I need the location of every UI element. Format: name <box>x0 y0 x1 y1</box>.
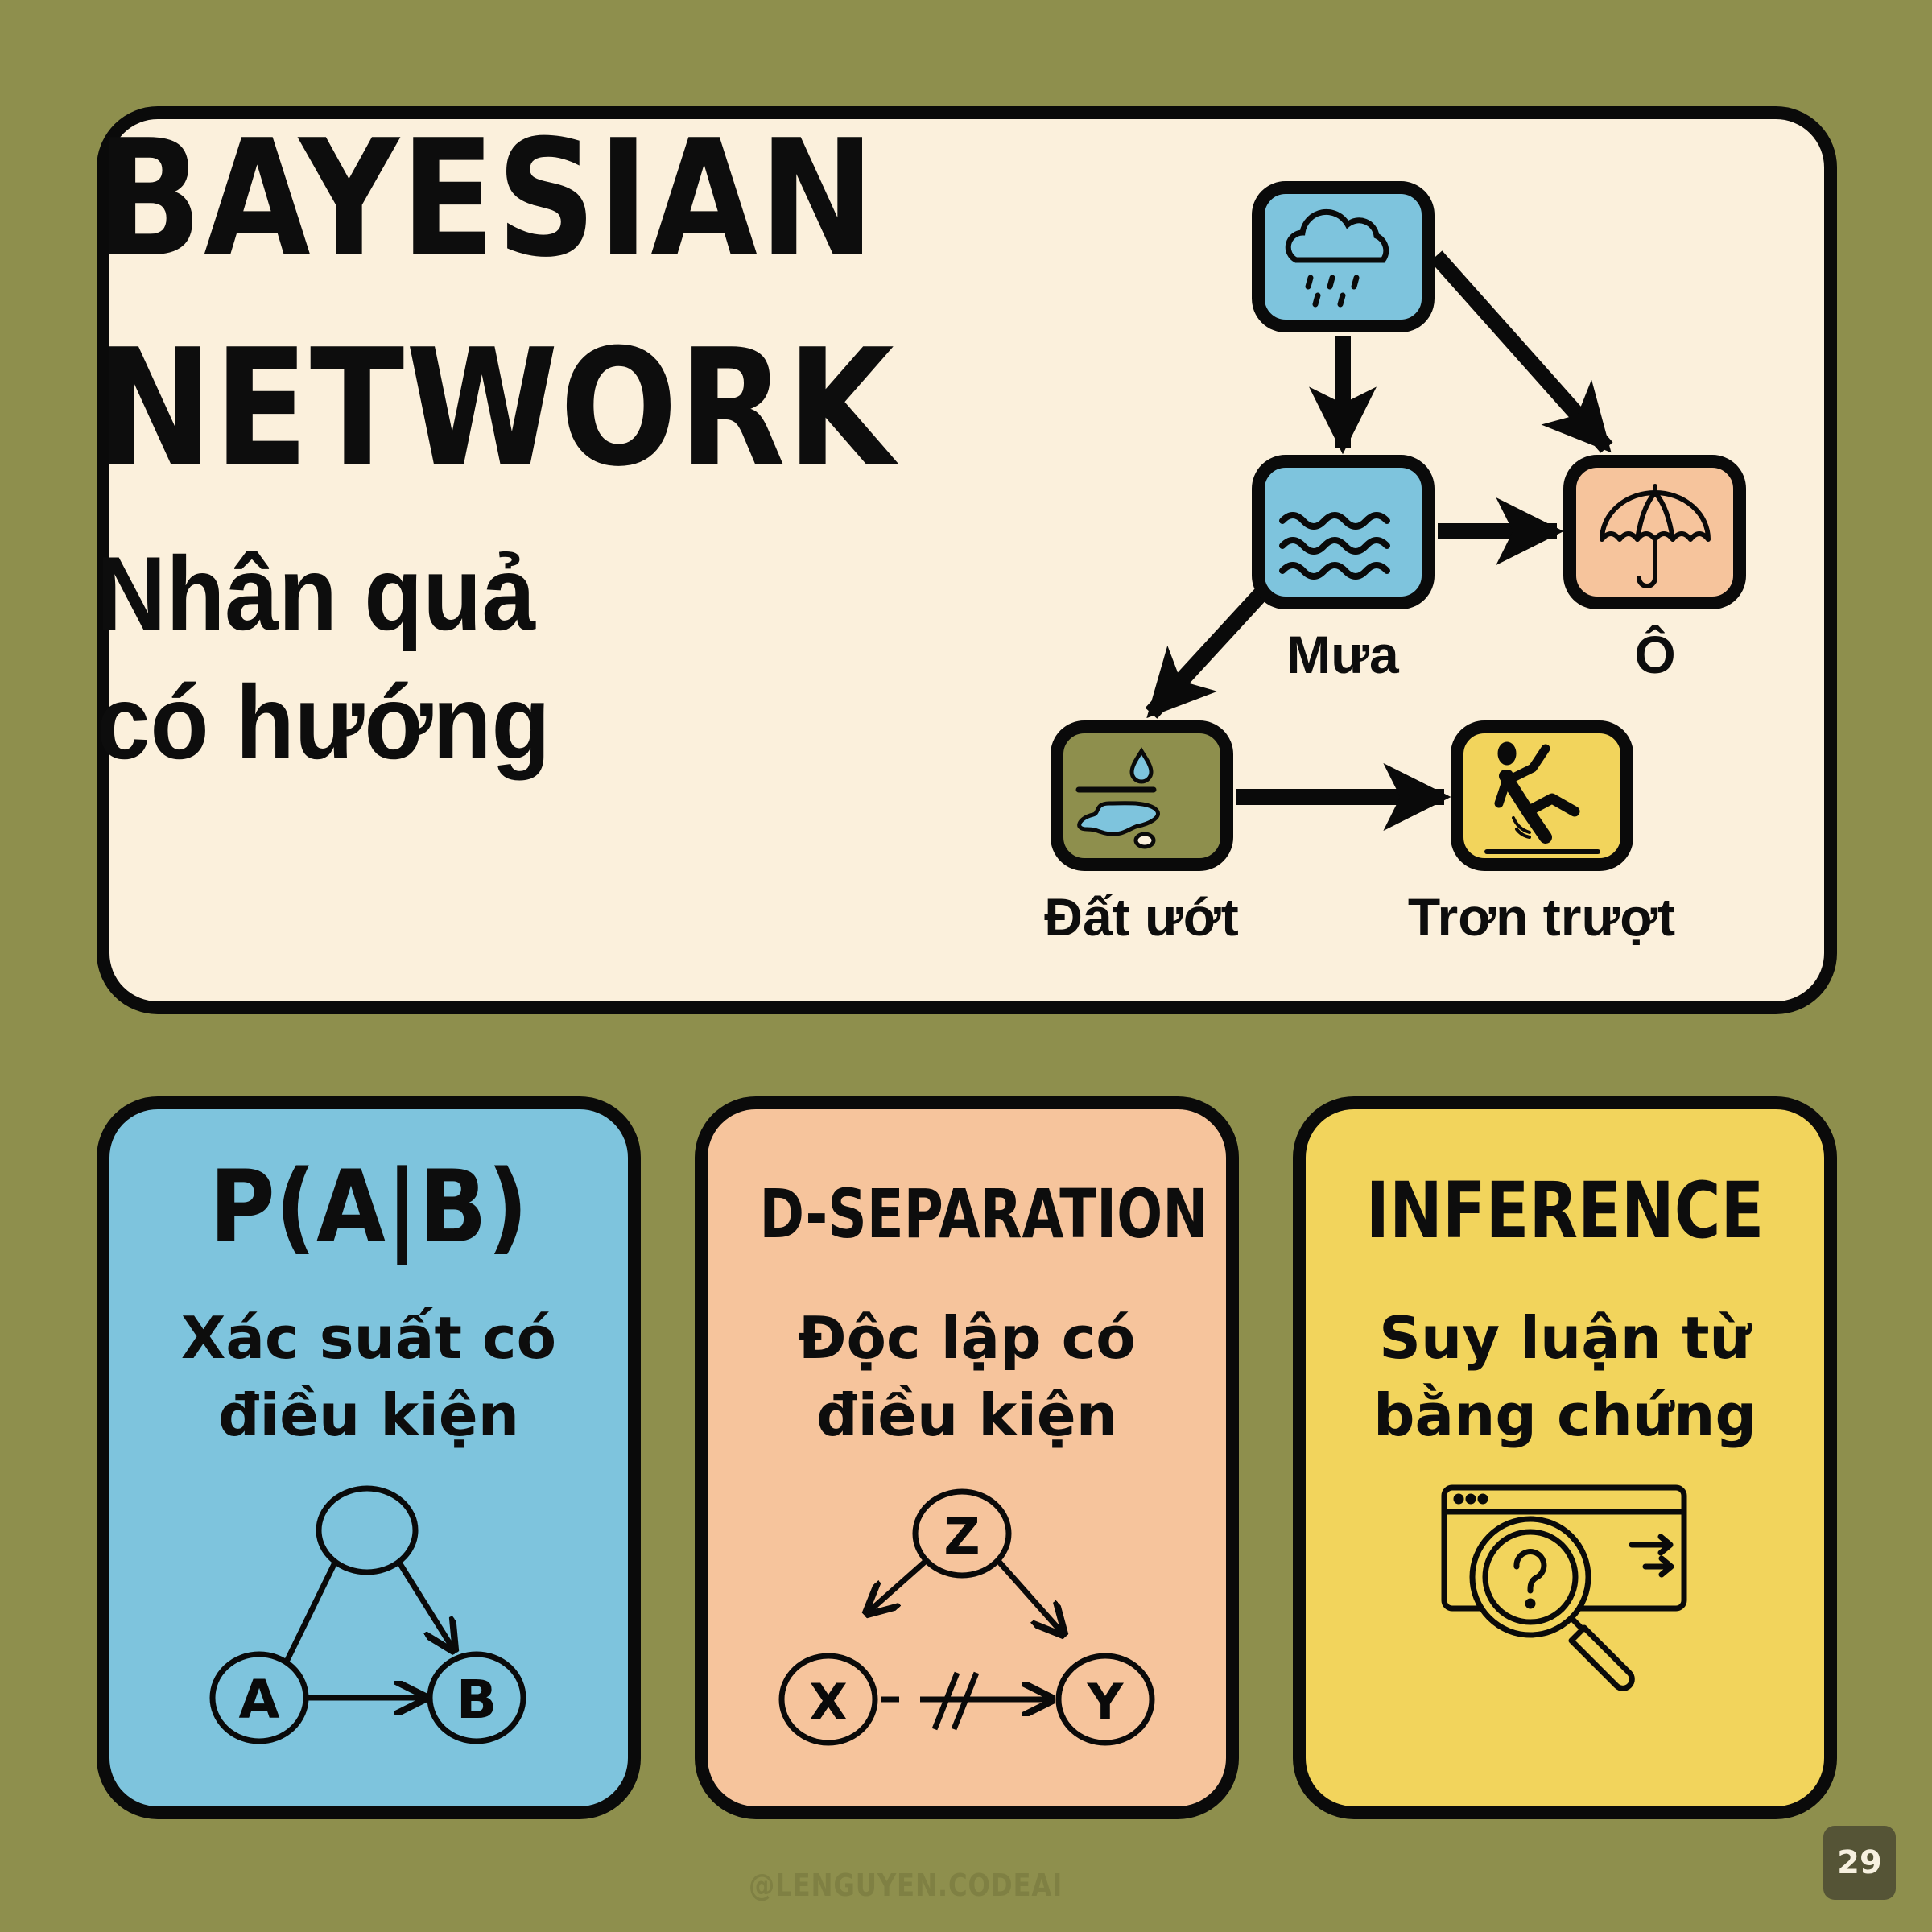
card-subtitle: Độc lập có điều kiện <box>708 1299 1226 1454</box>
card-conditional-probability: P(A|B) Xác suất có điều kiện A B <box>97 1096 641 1819</box>
card-title: P(A|B) <box>209 1150 528 1265</box>
edge-rain-to-wetground <box>1145 587 1269 719</box>
watermark: @LENGUYEN.CODEAI <box>749 1868 1063 1903</box>
svg-text:X: X <box>809 1673 848 1732</box>
node-rain-cloud <box>1252 181 1435 332</box>
card-subtitle: Suy luận từ bằng chứng <box>1306 1299 1824 1454</box>
card-subtitle-line-2: điều kiện <box>815 1381 1118 1449</box>
node-slippery <box>1451 720 1633 871</box>
hero-title-line-2: NETWORK <box>97 315 896 502</box>
magnifier-question-window-icon <box>1441 1484 1687 1691</box>
card-subtitle-line-2: bằng chứng <box>1373 1381 1757 1449</box>
svg-text:Z: Z <box>944 1507 980 1566</box>
node-umbrella <box>1563 455 1746 609</box>
card-subtitle: Xác suất có điều kiện <box>109 1299 628 1454</box>
rain-cloud-icon <box>1285 208 1389 308</box>
water-waves-icon <box>1279 512 1390 580</box>
conditional-probability-graph-icon: A B <box>209 1485 526 1744</box>
wet-ground-icon <box>1075 747 1160 849</box>
node-rain <box>1252 455 1435 609</box>
hero-title-line-1: BAYESIAN <box>97 105 877 293</box>
slipping-person-icon <box>1484 741 1600 854</box>
node-label-umbrella: Ô <box>1634 625 1676 684</box>
node-label-wet-ground: Đất ướt <box>1044 887 1239 947</box>
hero-subtitle-line-1: Nhân quả <box>97 535 535 652</box>
page-number-badge: 29 <box>1823 1826 1896 1900</box>
svg-text:B: B <box>456 1669 497 1731</box>
card-title: INFERENCE <box>1365 1166 1765 1256</box>
node-label-slippery: Trơn trượt <box>1407 887 1676 947</box>
bayesian-network-diagram <box>1051 181 1746 871</box>
svg-text:Y: Y <box>1087 1673 1125 1732</box>
umbrella-icon <box>1600 484 1711 588</box>
d-separation-graph-icon: Z X Y <box>778 1488 1155 1746</box>
card-subtitle-line-1: Độc lập có <box>798 1304 1136 1372</box>
card-subtitle-line-2: điều kiện <box>217 1381 520 1449</box>
card-d-separation: D-SEPARATION Độc lập có điều kiện Z X Y <box>695 1096 1239 1819</box>
card-subtitle-line-1: Xác suất có <box>180 1304 557 1372</box>
network-edges <box>1145 250 1613 831</box>
hero-subtitle-line-2: có hướng <box>97 663 551 781</box>
card-inference: INFERENCE Suy luận từ bằng chứng <box>1293 1096 1837 1819</box>
edge-cloud-to-umbrella <box>1430 250 1613 453</box>
card-title: D-SEPARATION <box>759 1174 1208 1253</box>
node-wet-ground <box>1051 720 1233 871</box>
node-label-rain: Mưa <box>1286 625 1399 684</box>
card-subtitle-line-1: Suy luận từ <box>1379 1304 1751 1372</box>
svg-text:A: A <box>238 1669 279 1731</box>
